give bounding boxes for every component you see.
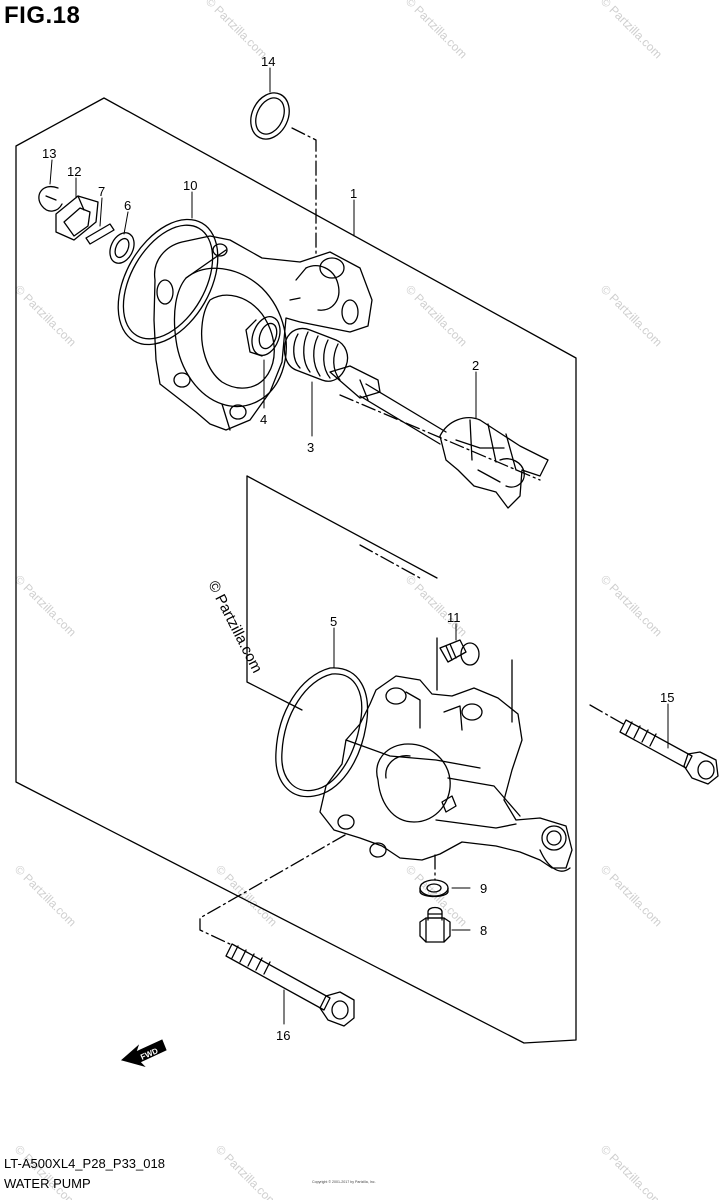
leader-6 bbox=[123, 211, 129, 235]
watermark-16: © Partzilla.com bbox=[598, 1142, 665, 1200]
pump-housing[interactable] bbox=[319, 675, 573, 872]
watermark-15: © Partzilla.com bbox=[213, 1142, 280, 1200]
centerline-housing bbox=[359, 544, 421, 579]
part-14-o-ring[interactable] bbox=[244, 87, 297, 146]
watermark-3: © Partzilla.com bbox=[598, 0, 665, 61]
callout-12[interactable]: 12 bbox=[67, 164, 81, 179]
callout-3[interactable]: 3 bbox=[307, 440, 314, 455]
part-12-coupling[interactable] bbox=[55, 195, 99, 241]
callout-10[interactable]: 10 bbox=[183, 178, 197, 193]
watermark-5: © Partzilla.com bbox=[403, 282, 470, 349]
part-3-mechanical-seal[interactable] bbox=[283, 327, 349, 382]
watermark-9: © Partzilla.com bbox=[598, 572, 665, 639]
callout-13[interactable]: 13 bbox=[42, 146, 56, 161]
watermark-11: © Partzilla.com bbox=[213, 862, 280, 929]
footer-fine-print: Copyright © 2001-2017 by Partzilla, Inc. bbox=[312, 1180, 376, 1184]
watermark-7: © Partzilla.com bbox=[12, 572, 79, 639]
leader-lines bbox=[49, 67, 669, 1025]
centerline-shaft bbox=[291, 127, 317, 257]
part-15-bolt[interactable] bbox=[619, 719, 719, 785]
part-2-shaft-impeller[interactable] bbox=[329, 365, 549, 509]
assembly-boundary bbox=[15, 97, 577, 1044]
fwd-arrow-icon: FWD bbox=[120, 1039, 167, 1067]
watermark-10: © Partzilla.com bbox=[12, 862, 79, 929]
callout-2[interactable]: 2 bbox=[472, 358, 479, 373]
watermark-2: © Partzilla.com bbox=[403, 0, 470, 61]
watermark-6: © Partzilla.com bbox=[598, 282, 665, 349]
callout-11[interactable]: 11 bbox=[447, 610, 461, 625]
callout-6[interactable]: 6 bbox=[124, 198, 131, 213]
part-13-e-clip[interactable] bbox=[38, 185, 63, 212]
watermark-14: © Partzilla.com bbox=[12, 1142, 79, 1200]
part-11-bolt[interactable] bbox=[439, 639, 480, 666]
centerline-bolt16 bbox=[199, 834, 346, 946]
model-code: LT-A500XL4_P28_P33_018 bbox=[4, 1156, 165, 1171]
housing-boundary bbox=[246, 475, 303, 711]
watermark-13: © Partzilla.com bbox=[598, 862, 665, 929]
callouts: 14 13 12 7 6 10 1 2 4 3 5 11 15 9 8 16 bbox=[42, 54, 674, 1043]
section-name: WATER PUMP bbox=[4, 1176, 91, 1191]
watermark-group: © Partzilla.com © Partzilla.com © Partzi… bbox=[12, 0, 665, 1200]
callout-5[interactable]: 5 bbox=[330, 614, 337, 629]
center-watermark: © Partzilla.com bbox=[204, 578, 265, 676]
watermark-8: © Partzilla.com bbox=[403, 572, 470, 639]
part-1-pump-cover[interactable] bbox=[153, 235, 373, 431]
part-10-o-ring[interactable] bbox=[98, 202, 239, 362]
callout-9[interactable]: 9 bbox=[480, 881, 487, 896]
callout-1[interactable]: 1 bbox=[350, 186, 357, 201]
housing-boundary-top bbox=[246, 475, 438, 579]
leader-7 bbox=[99, 197, 103, 227]
part-7-pin[interactable] bbox=[85, 223, 115, 245]
centerline-bolt15 bbox=[589, 704, 626, 726]
part-5-o-ring[interactable] bbox=[275, 667, 369, 798]
part-6-washer[interactable] bbox=[105, 229, 138, 267]
watermark-4: © Partzilla.com bbox=[12, 282, 79, 349]
part-4-oil-seal[interactable] bbox=[245, 313, 285, 359]
part-8-drain-bolt[interactable] bbox=[419, 906, 451, 943]
figure-title: FIG.18 bbox=[4, 2, 81, 29]
fwd-label: FWD bbox=[139, 1046, 160, 1062]
part-16-bolt[interactable] bbox=[225, 943, 355, 1027]
watermark-1: © Partzilla.com bbox=[203, 0, 270, 61]
callout-16[interactable]: 16 bbox=[276, 1028, 290, 1043]
callout-14[interactable]: 14 bbox=[261, 54, 275, 69]
callout-7[interactable]: 7 bbox=[98, 184, 105, 199]
part-9-gasket[interactable] bbox=[419, 879, 449, 898]
callout-8[interactable]: 8 bbox=[480, 923, 487, 938]
leader-13 bbox=[49, 159, 53, 185]
callout-15[interactable]: 15 bbox=[660, 690, 674, 705]
callout-4[interactable]: 4 bbox=[260, 412, 267, 427]
